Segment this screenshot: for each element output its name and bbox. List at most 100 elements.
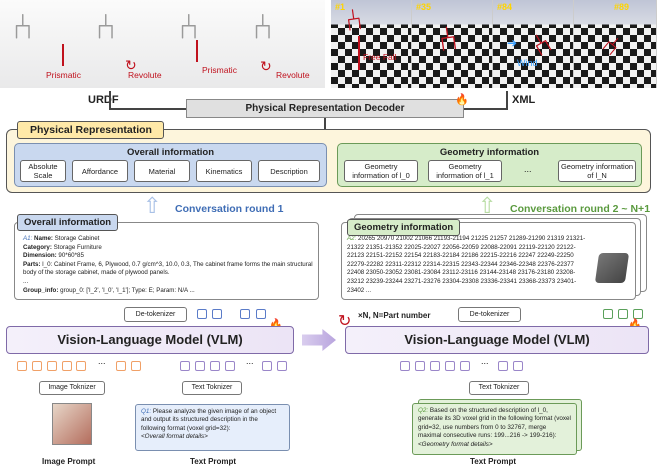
free-fall-label: Free Fall (363, 52, 397, 62)
text-tokenizer-left: Text Toknizer (182, 381, 242, 395)
a2-tag: A2: (347, 235, 357, 242)
token (460, 361, 470, 371)
chip-absolute-scale: Absolute Scale (20, 160, 66, 182)
loop-icon: ↻ (338, 313, 352, 330)
text-prompt-label: Text Prompt (190, 457, 237, 466)
vlm-right: Vision-Language Model (VLM) (345, 326, 649, 354)
connector (109, 91, 111, 108)
decoder-box: Physical Representation Decoder (186, 99, 464, 118)
q1-tag: Q1: (141, 408, 152, 415)
ellipsis: ... (246, 356, 254, 366)
right-arrow-icon (302, 329, 336, 351)
joint-label: Prismatic (202, 65, 237, 75)
fire-icon: 🔥 (455, 94, 469, 106)
q2-text: Based on the structured description of l… (418, 407, 571, 440)
token (400, 361, 410, 371)
chair-icon: ⑃ (342, 2, 366, 39)
sim-frame: #35 ⑃ (412, 0, 493, 88)
connector (506, 91, 508, 108)
frame-number: #89 (614, 2, 630, 12)
joint-label: Revolute (276, 70, 310, 80)
token (498, 361, 508, 371)
sim-frame: #89 ⑃ (574, 0, 657, 88)
physical-representation-title: Physical Representation (17, 121, 164, 139)
detokenizer-left: De-tokenizer (124, 307, 187, 322)
up-arrow-icon: ⇧ (143, 193, 162, 218)
connector (109, 108, 186, 110)
overall-info-title: Overall information (126, 147, 215, 158)
fall-arrow-icon (358, 36, 360, 70)
ellipsis: ... (524, 164, 532, 174)
chip-kinematics: Kinematics (196, 160, 252, 182)
field-value: Storage Cabinet (52, 235, 100, 242)
field-value: 90*60*85 (56, 252, 84, 260)
q2-box: Q2: Based on the structured description … (412, 403, 577, 455)
revolute-arrow-icon: ↻ (260, 58, 272, 74)
ellipsis: ... (481, 356, 489, 366)
voxel-shape-icon (594, 253, 630, 283)
field-key: Category: (23, 243, 52, 251)
joint-label: Revolute (128, 70, 162, 80)
a1-tag: A1: (23, 235, 33, 242)
chip-description: Description (258, 160, 320, 182)
token (415, 361, 425, 371)
token (618, 309, 628, 319)
token (212, 309, 222, 319)
conversation-round-2: Conversation round 2 ~ N+1 (510, 203, 651, 215)
chip-geometry-l1: Geometry information of l_1 (428, 160, 502, 182)
xml-caption: XML (512, 94, 536, 106)
joint-label: Prismatic (46, 70, 81, 80)
field-key: Name: (34, 235, 53, 242)
field-value: l_0: Cabinet Frame, 6, Plywood, 0.7 g/cm… (23, 260, 313, 277)
field-value: ... (23, 277, 29, 285)
up-arrow-icon: ⇧ (478, 193, 497, 218)
image-prompt-label: Image Prompt (42, 457, 96, 466)
chair-icon: ⑃ (435, 18, 461, 60)
urdf-caption: URDF (88, 94, 119, 106)
chair-icon: ⑃ (95, 6, 117, 47)
q1-detail: <Overall format details> (141, 433, 208, 441)
token (17, 361, 27, 371)
field-key: Parts: (23, 260, 41, 268)
wind-arrow-icon: ➔ (507, 36, 518, 50)
cabinet-icon (52, 403, 92, 445)
field-value: group_0: ['l_2', 'l_0', 'l_1']; Type: E;… (58, 286, 195, 294)
geometry-info-title: Geometry information (439, 147, 540, 158)
wind-label: Wind (517, 58, 538, 68)
conversation-round-1: Conversation round 1 (175, 203, 284, 215)
prismatic-arrow-icon (62, 44, 64, 66)
xml-panel: #1 ⑃ Free Fall #35 ⑃ #84 ⑃ ➔ Wind #89 ⑃ (331, 0, 657, 88)
chip-geometry-l0: Geometry information of l_0 (344, 160, 418, 182)
ellipsis: ... (98, 356, 106, 366)
connector (324, 118, 326, 129)
q1-text: Please analyze the given image of an obj… (141, 408, 277, 432)
token (445, 361, 455, 371)
frame-number: #84 (497, 2, 513, 12)
token (32, 361, 42, 371)
token (62, 361, 72, 371)
token (603, 309, 613, 319)
geometry-text: A2: 20265 20970 21002 21066 21193-21194 … (347, 235, 592, 295)
frame-number: #35 (416, 2, 432, 12)
frame-number: #1 (335, 2, 346, 12)
token (210, 361, 220, 371)
token (256, 309, 266, 319)
chair-icon: ⑃ (596, 28, 628, 62)
token (197, 309, 207, 319)
token (116, 361, 126, 371)
chair-icon: ⑃ (12, 6, 34, 47)
token (633, 309, 643, 319)
token (513, 361, 523, 371)
token (195, 361, 205, 371)
q2-tag: Q2: (418, 407, 429, 414)
text-tokenizer-right: Text Toknizer (469, 381, 529, 395)
sim-frame: #1 ⑃ Free Fall (331, 0, 412, 88)
image-tokenizer: Image Toknizer (39, 381, 105, 395)
chip-geometry-ln: Geometry information of l_N (558, 160, 636, 182)
geometry-card-title: Geometry information (347, 219, 461, 236)
token (277, 361, 287, 371)
token (430, 361, 440, 371)
urdf-panel: ⑃ ⑃ ⑃ ⑃ Prismatic ↻ Revolute Prismatic ↻… (0, 0, 325, 88)
overall-info-card: A1: Name: Storage Cabinet Category: Stor… (14, 222, 319, 300)
detokenizer-right: De-tokenizer (458, 307, 521, 322)
